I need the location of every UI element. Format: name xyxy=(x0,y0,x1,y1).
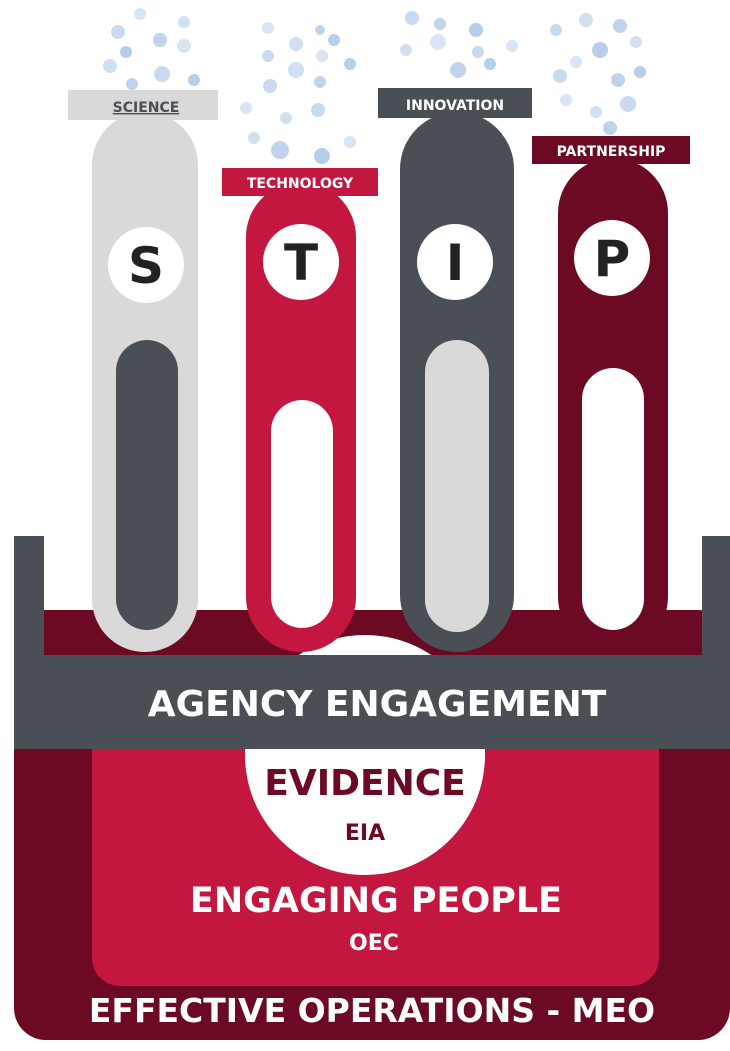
bubble xyxy=(560,94,572,106)
tube-science-badge xyxy=(108,227,184,303)
bubble xyxy=(484,58,496,70)
bubble xyxy=(311,103,325,117)
effective-operations-title: EFFECTIVE OPERATIONS - MEO xyxy=(89,991,655,1030)
bubble xyxy=(630,36,642,48)
bubble xyxy=(153,33,167,47)
agency-band xyxy=(14,655,730,749)
bubble xyxy=(314,76,326,88)
tube-partnership-badge xyxy=(574,220,650,296)
bubble xyxy=(289,37,303,51)
tube-innovation-lip xyxy=(378,88,532,118)
bubble xyxy=(280,112,292,124)
tube-science-label: SCIENCE xyxy=(113,100,180,116)
bubble xyxy=(506,40,518,52)
bubble xyxy=(430,34,446,50)
bubble xyxy=(316,50,328,62)
engaging-people-subtitle: OEC xyxy=(349,931,399,956)
bubble xyxy=(405,11,419,25)
tube-partnership-letter: P xyxy=(594,230,631,288)
tube-science-letter: S xyxy=(128,237,164,295)
bubble xyxy=(620,96,636,112)
bubble xyxy=(103,59,117,73)
tube-technology-badge xyxy=(263,224,339,300)
bubble xyxy=(634,66,646,78)
bubble xyxy=(177,39,191,53)
tube-innovation-label: INNOVATION xyxy=(406,98,504,114)
bubble xyxy=(314,148,330,164)
bubble xyxy=(154,66,170,82)
bubble xyxy=(400,44,412,56)
tube-technology-label: TECHNOLOGY xyxy=(247,176,354,192)
bubble xyxy=(344,136,356,148)
bubble xyxy=(469,23,483,37)
bubble xyxy=(603,121,617,135)
bubble xyxy=(613,19,627,33)
bubble xyxy=(178,16,190,28)
bubble xyxy=(288,62,304,78)
bubble xyxy=(592,42,608,58)
bubble xyxy=(434,18,446,30)
tube-science: S SCIENCE xyxy=(68,90,218,652)
bubble xyxy=(590,106,602,118)
bubble xyxy=(611,73,625,87)
bubble xyxy=(550,24,562,36)
bubble xyxy=(328,34,340,46)
bubble xyxy=(240,102,252,114)
bubble xyxy=(263,79,277,93)
tube-partnership-liquid xyxy=(582,368,644,630)
bubble xyxy=(120,46,132,58)
tube-science-lip xyxy=(68,90,218,120)
bubble xyxy=(134,8,146,20)
bubble xyxy=(450,62,466,78)
tube-partnership-lip xyxy=(532,136,690,164)
tube-innovation-badge xyxy=(417,224,493,300)
tube-science-liquid xyxy=(116,340,178,630)
tube-partnership-label: PARTNERSHIP xyxy=(557,144,666,160)
bubble xyxy=(262,22,274,34)
tube-partnership: P PARTNERSHIP xyxy=(532,136,690,652)
evidence-title: EVIDENCE xyxy=(264,763,465,804)
tube-innovation-letter: I xyxy=(446,234,465,292)
tube-innovation: I INNOVATION xyxy=(378,88,532,652)
tube-technology: T TECHNOLOGY xyxy=(222,168,378,652)
bubble xyxy=(262,50,274,62)
bubble xyxy=(271,141,289,159)
evidence-subtitle: EIA xyxy=(345,821,385,846)
tube-technology-liquid xyxy=(271,400,333,628)
bubble xyxy=(553,69,567,83)
bubble xyxy=(126,78,138,90)
bubble xyxy=(344,58,356,70)
bubble xyxy=(579,13,593,27)
bubble xyxy=(111,25,125,39)
bubble xyxy=(472,46,484,58)
bubble xyxy=(315,25,325,35)
tube-technology-letter: T xyxy=(284,234,318,292)
bubble xyxy=(188,74,200,86)
tube-technology-lip xyxy=(222,168,378,196)
bubbles xyxy=(103,8,646,164)
engaging-people-title: ENGAGING PEOPLE xyxy=(190,881,562,921)
agency-engagement-title: AGENCY ENGAGEMENT xyxy=(148,684,607,725)
bubble xyxy=(570,56,582,68)
tube-innovation-liquid xyxy=(425,340,489,632)
bubble xyxy=(248,132,260,144)
